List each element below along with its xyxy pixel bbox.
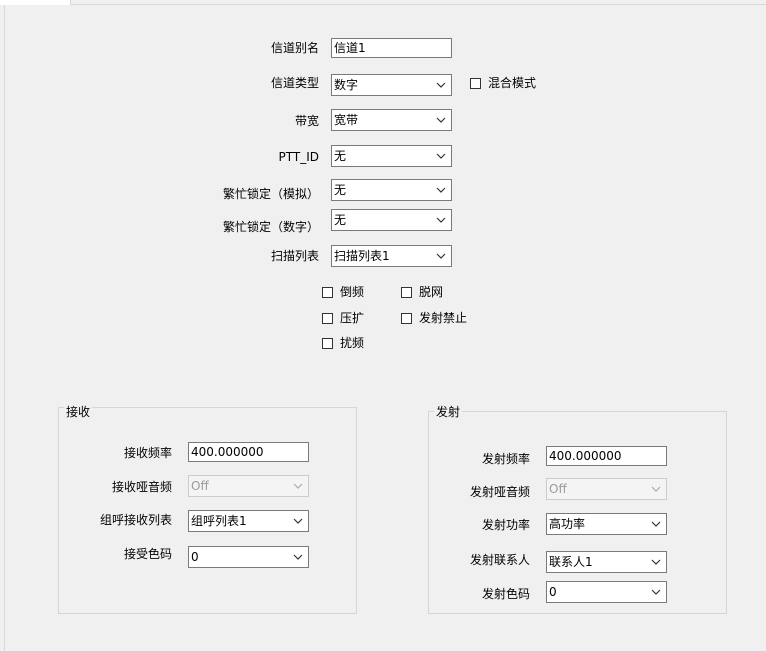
scramble-label: 扰频: [340, 336, 365, 350]
reverse-freq-checkbox[interactable]: [322, 287, 333, 298]
rx-group-list-select[interactable]: 组呼列表1: [188, 510, 309, 532]
alias-label: 信道别名: [270, 41, 319, 55]
rx-squelch-label: 接收哑音频: [111, 480, 172, 494]
rx-squelch-select[interactable]: Off: [188, 475, 309, 497]
tab-channel[interactable]: [0, 0, 71, 5]
tx-squelch-value: Off: [549, 482, 567, 496]
channel-type-value: 数字: [334, 78, 359, 92]
chevron-down-icon: [436, 253, 446, 259]
rx-group-list-label: 组呼接收列表: [99, 513, 172, 527]
tx-freq-label: 发射频率: [481, 452, 530, 466]
receive-group: [58, 407, 357, 614]
tx-power-select[interactable]: 高功率: [546, 513, 667, 535]
receive-group-title: 接收: [64, 405, 93, 419]
tx-inhibit-label: 发射禁止: [419, 311, 468, 325]
tx-squelch-label: 发射哑音频: [469, 485, 530, 499]
tx-squelch-select[interactable]: Off: [546, 478, 667, 500]
scan-list-label: 扫描列表: [270, 249, 319, 263]
bandwidth-value: 宽带: [334, 113, 359, 127]
rx-color-code-value: 0: [191, 550, 199, 564]
tx-contact-value: 联系人1: [549, 555, 593, 569]
transmit-group: [428, 411, 727, 614]
bandwidth-select[interactable]: 宽带: [331, 109, 452, 131]
busy-lock-digital-select[interactable]: 无: [331, 209, 452, 231]
chevron-down-icon: [293, 554, 303, 560]
rx-color-code-label: 接受色码: [123, 547, 172, 561]
ptt-id-label: PTT_ID: [278, 150, 319, 164]
compand-label: 压扩: [340, 311, 365, 325]
scan-list-select[interactable]: 扫描列表1: [331, 245, 452, 267]
ptt-id-value: 无: [334, 149, 347, 163]
tx-freq-input[interactable]: 400.000000: [546, 446, 667, 466]
talkaround-label: 脱网: [419, 285, 444, 299]
channel-type-label: 信道类型: [270, 76, 319, 90]
chevron-down-icon: [293, 518, 303, 524]
rx-squelch-value: Off: [191, 479, 209, 493]
chevron-down-icon: [436, 117, 446, 123]
tx-inhibit-checkbox[interactable]: [401, 313, 412, 324]
compand-checkbox[interactable]: [322, 313, 333, 324]
busy-lock-analog-select[interactable]: 无: [331, 179, 452, 201]
chevron-down-icon: [436, 82, 446, 88]
rx-freq-input[interactable]: 400.000000: [188, 442, 309, 462]
mixed-mode-label: 混合模式: [488, 76, 537, 90]
tx-color-code-label: 发射色码: [481, 587, 530, 601]
tx-color-code-select[interactable]: 0: [546, 581, 667, 603]
rx-freq-label: 接收频率: [123, 446, 172, 460]
channel-type-select[interactable]: 数字: [331, 74, 452, 96]
tx-power-label: 发射功率: [481, 518, 530, 532]
scan-list-value: 扫描列表1: [334, 249, 390, 263]
alias-input[interactable]: 信道1: [331, 38, 452, 58]
busy-lock-analog-label: 繁忙锁定（模拟）: [222, 187, 319, 201]
chevron-down-icon: [436, 153, 446, 159]
busy-lock-analog-value: 无: [334, 183, 347, 197]
channel-settings-panel: 信道别名 信道1 信道类型 数字 混合模式 带宽 宽带 PTT_ID 无 繁忙锁…: [4, 5, 766, 651]
chevron-down-icon: [436, 187, 446, 193]
chevron-down-icon: [651, 486, 661, 492]
tab-strip: [0, 0, 766, 5]
talkaround-checkbox[interactable]: [401, 287, 412, 298]
chevron-down-icon: [651, 559, 661, 565]
chevron-down-icon: [436, 217, 446, 223]
scramble-checkbox[interactable]: [322, 338, 333, 349]
reverse-freq-label: 倒频: [340, 285, 365, 299]
rx-group-list-value: 组呼列表1: [191, 514, 247, 528]
chevron-down-icon: [293, 483, 303, 489]
tx-power-value: 高功率: [549, 517, 586, 531]
chevron-down-icon: [651, 521, 661, 527]
tx-contact-label: 发射联系人: [469, 553, 530, 567]
chevron-down-icon: [651, 589, 661, 595]
mixed-mode-checkbox[interactable]: [470, 78, 481, 89]
busy-lock-digital-label: 繁忙锁定（数字）: [222, 220, 319, 234]
rx-color-code-select[interactable]: 0: [188, 546, 309, 568]
transmit-group-title: 发射: [434, 405, 463, 419]
tx-contact-select[interactable]: 联系人1: [546, 551, 667, 573]
busy-lock-digital-value: 无: [334, 213, 347, 227]
tx-color-code-value: 0: [549, 585, 557, 599]
bandwidth-label: 带宽: [294, 114, 319, 128]
ptt-id-select[interactable]: 无: [331, 145, 452, 167]
